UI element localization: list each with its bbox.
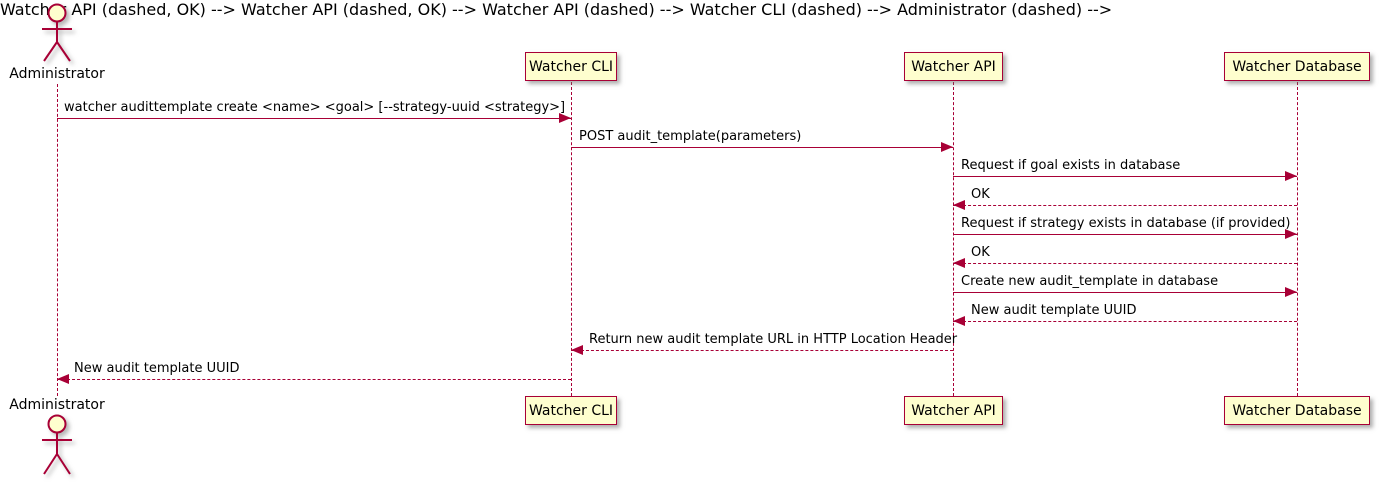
message-line <box>953 205 1297 206</box>
lifeline-watcher-api <box>953 82 954 396</box>
message-line <box>57 379 571 380</box>
message-line <box>953 292 1297 293</box>
arrow-head-icon <box>1285 287 1297 297</box>
message-label: Return new audit template URL in HTTP Lo… <box>589 332 958 347</box>
participant-watcher-api-bottom: Watcher API <box>904 396 1003 425</box>
message-label: OK <box>971 187 990 202</box>
participant-watcher-cli-bottom: Watcher CLI <box>525 396 617 425</box>
participant-watcher-cli-top: Watcher CLI <box>525 52 617 81</box>
participant-watcher-database-bottom: Watcher Database <box>1224 396 1370 425</box>
arrow-head-icon <box>953 316 965 326</box>
arrow-head-icon <box>1285 171 1297 181</box>
lifeline-watcher-database <box>1297 82 1298 396</box>
message-line <box>571 350 953 351</box>
lifeline-administrator <box>57 84 58 396</box>
arrow-head-icon <box>571 345 583 355</box>
arrow-head-icon <box>941 142 953 152</box>
arrow-head-icon <box>1285 229 1297 239</box>
message-label: Create new audit_template in database <box>961 274 1219 289</box>
message-line <box>953 263 1297 264</box>
actor-figure-top <box>42 3 72 62</box>
actor-label-top: Administrator <box>9 66 105 82</box>
message-line <box>571 147 953 148</box>
message-line <box>953 321 1297 322</box>
participant-watcher-api-top: Watcher API <box>904 52 1003 81</box>
message-label: Request if strategy exists in database (… <box>961 216 1291 231</box>
arrow-head-icon <box>559 113 571 123</box>
message-label: watcher audittemplate create <name> <goa… <box>64 100 566 115</box>
message-label: New audit template UUID <box>74 361 240 376</box>
lifeline-watcher-cli <box>571 82 572 396</box>
message-line <box>57 118 571 119</box>
actor-figure-bottom <box>42 414 72 475</box>
arrow-head-icon <box>953 200 965 210</box>
message-label: Request if goal exists in database <box>961 158 1181 173</box>
participant-watcher-database-top: Watcher Database <box>1224 52 1370 81</box>
message-label: POST audit_template(parameters) <box>579 129 802 144</box>
actor-label-bottom: Administrator <box>9 397 105 413</box>
message-line <box>953 234 1297 235</box>
arrow-head-icon <box>57 374 69 384</box>
arrow-head-icon <box>953 258 965 268</box>
message-label: OK <box>971 245 990 260</box>
message-line <box>953 176 1297 177</box>
message-label: New audit template UUID <box>971 303 1137 318</box>
